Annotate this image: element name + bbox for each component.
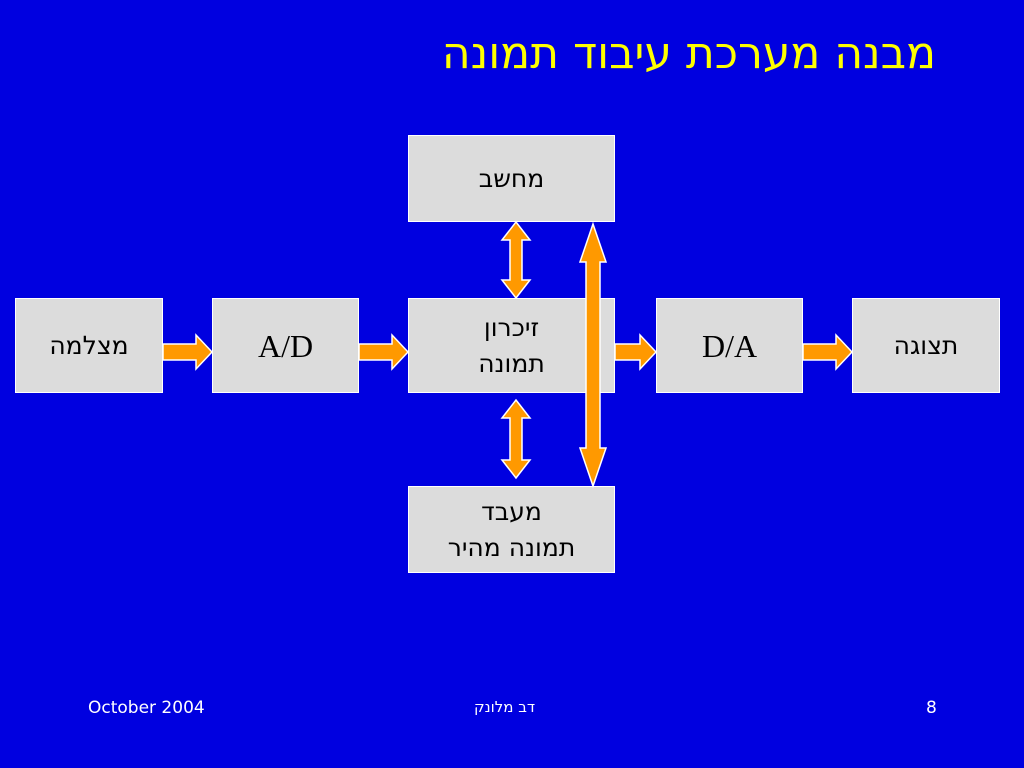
arrow-da-to-display xyxy=(802,333,854,371)
arrow-camera-to-ad xyxy=(162,333,214,371)
arrow-memory-to-da xyxy=(614,333,658,371)
footer-page-number: 8 xyxy=(926,698,937,718)
image-memory-label-line1: זיכרון xyxy=(483,312,540,342)
footer-author: דב מלונק xyxy=(474,698,536,716)
computer-box: מחשב xyxy=(408,135,615,222)
footer-date: October 2004 xyxy=(88,698,205,718)
image-memory-label-line2: תמונה xyxy=(478,348,545,378)
arrow-ad-to-memory xyxy=(358,333,410,371)
display-box: תצוגה xyxy=(852,298,1000,393)
arrow-memory-processor xyxy=(500,398,532,480)
camera-label: מצלמה xyxy=(49,330,129,360)
display-label: תצוגה xyxy=(893,330,959,360)
image-memory-box: זיכרון תמונה xyxy=(408,298,615,393)
arrow-computer-memory xyxy=(500,220,532,300)
ad-converter-box: A/D xyxy=(212,298,359,393)
computer-label: מחשב xyxy=(478,163,545,193)
slide-title: מבנה מערכת עיבוד תמונה xyxy=(441,28,936,79)
da-converter-label: D/A xyxy=(701,327,758,364)
arrow-computer-processor xyxy=(578,221,608,489)
image-processor-label-line2: תמונה מהיר xyxy=(447,532,576,562)
ad-converter-label: A/D xyxy=(257,327,314,364)
image-processor-label-line1: מעבד xyxy=(481,496,542,526)
image-processor-box: מעבד תמונה מהיר xyxy=(408,486,615,573)
